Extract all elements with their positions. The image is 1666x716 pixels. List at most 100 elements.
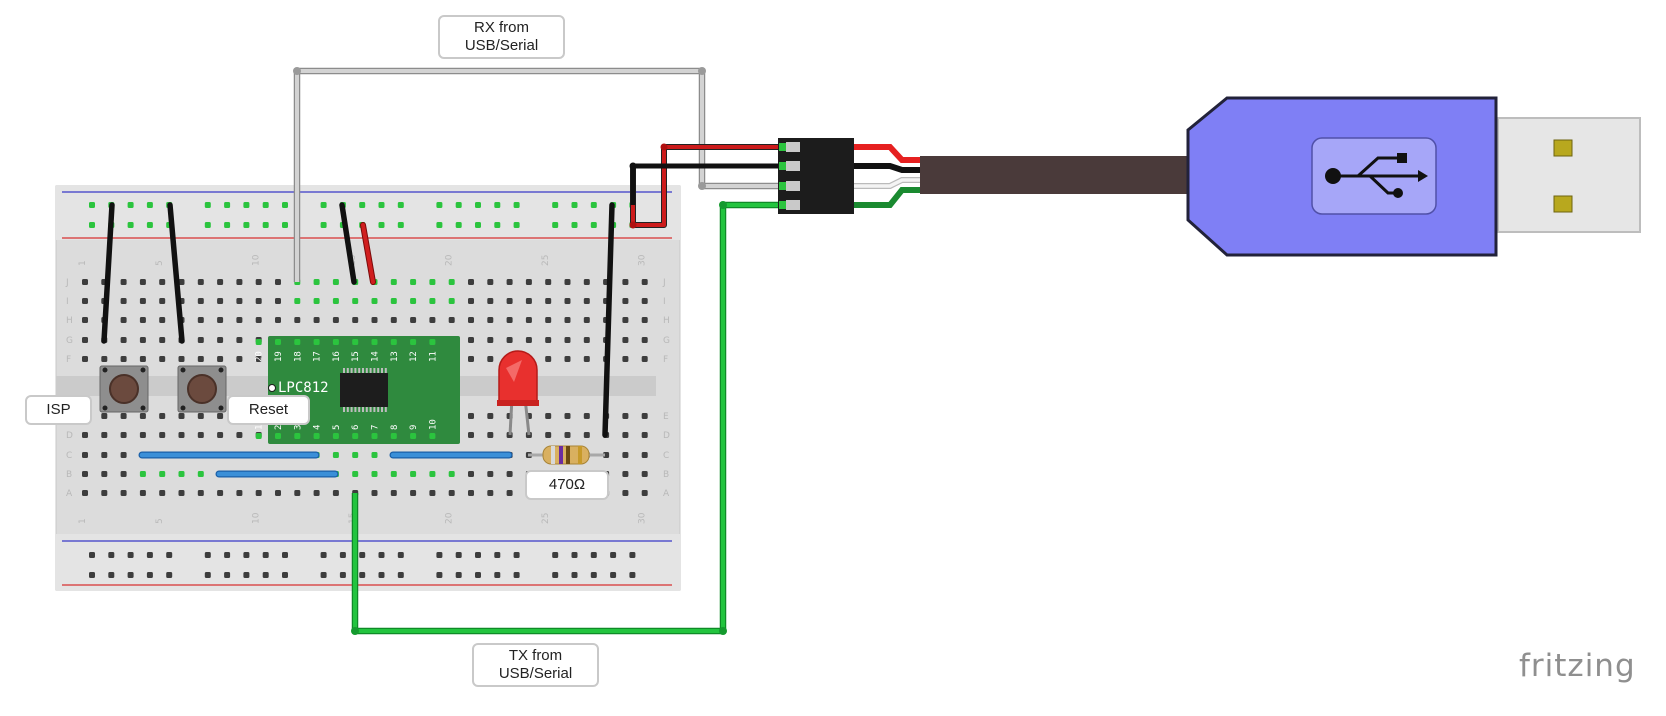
reset-button[interactable] [177,365,227,413]
rail-hole [89,222,95,228]
breadboard-hole [139,471,146,477]
chip-leg [346,368,349,373]
chip-leg [343,407,345,412]
breadboard-hole [159,279,166,285]
breadboard-hole [236,356,243,362]
column-number: 5 [155,260,165,266]
rail-hole [127,572,134,578]
rail-hole [552,552,559,558]
breadboard-hole [197,298,204,304]
chip-pin-top [332,339,339,345]
chip-leg [350,368,353,373]
rail-hole [455,222,462,228]
breadboard-hole [622,356,629,362]
rail-hole [262,552,269,558]
breadboard-hole [217,298,224,304]
chip-pin-top [255,339,262,345]
chip-pin-bottom [332,433,339,439]
breadboard-hole [197,471,204,477]
pin-header [778,138,854,214]
chip-pin-bottom [255,433,262,439]
breadboard-hole [641,337,648,343]
rail-hole [282,572,288,578]
rail-hole [378,222,385,228]
row-letter: J [65,278,69,288]
red-led [497,350,539,436]
rail-hole [204,202,211,208]
breadboard-hole [448,471,455,477]
chip-pin-top [410,339,417,345]
chip-pin-label: 4 [313,425,323,430]
chip-pin-top [352,339,359,345]
chip-leg [350,407,353,412]
breadboard-hole [82,356,88,362]
breadboard-hole [468,490,474,496]
breadboard-hole [197,432,204,438]
row-letter: G [66,336,73,346]
rail-hole [127,202,134,208]
resistor [528,445,605,465]
breadboard-hole [564,279,571,285]
breadboard-hole [564,337,571,343]
rail-hole [571,552,578,558]
breadboard-hole [564,432,571,438]
breadboard-hole [217,490,224,496]
breadboard-hole [352,317,359,323]
breadboard-hole [255,298,262,304]
rail-hole [397,572,404,578]
breadboard-hole [82,279,88,285]
row-letter: A [66,489,73,499]
blue-jumpers [138,451,513,478]
breadboard-hole [622,413,629,419]
cable-wires [854,144,922,208]
row-letters: JJIIHHGGFFEEDDCCBBAA [65,278,670,499]
breadboard-hole [390,279,397,285]
header-pin [786,200,800,210]
breadboard-hole [641,413,648,419]
breadboard-hole [525,337,532,343]
breadboard-hole [120,298,127,304]
rail-hole [552,202,559,208]
breadboard-hole [468,432,474,438]
breadboard-hole [525,279,532,285]
breadboard-hole [371,317,378,323]
rail-hole [146,202,153,208]
breadboard-hole [487,298,494,304]
breadboard-hole [622,298,629,304]
rail-hole [494,572,501,578]
breadboard-hole [178,471,185,477]
breadboard-hole [217,279,224,285]
breadboard-hole [178,490,185,496]
breadboard-hole [294,317,301,323]
breadboard-hole [622,432,629,438]
row-letter: H [66,316,73,326]
rail-hole [262,572,269,578]
power-wires [629,143,784,229]
row-letter: C [66,451,72,461]
breadboard-hole [622,317,629,323]
reset-label: Reset [227,395,310,425]
column-number: 10 [252,512,262,524]
breadboard-hole [275,298,281,304]
rail-hole [146,572,153,578]
rail-hole [378,552,385,558]
breadboard-hole [641,279,648,285]
breadboard-hole [139,432,146,438]
rail-hole [494,222,501,228]
breadboard-hole [641,452,648,458]
breadboard-hole [197,337,204,343]
breadboard-hole [139,298,146,304]
rail-hole [455,202,462,208]
rail-hole [436,572,443,578]
breadboard-hole [641,471,648,477]
rail-hole [339,572,346,578]
chip-pin-label: 20 [255,351,265,362]
row-letter: D [663,431,670,441]
breadboard-hole [217,337,224,343]
isp-button[interactable] [99,365,149,413]
breadboard-hole [159,337,166,343]
breadboard-hole [101,432,108,438]
breadboard-hole [159,471,166,477]
row-letter: C [663,451,669,461]
rail-hole [89,552,95,558]
